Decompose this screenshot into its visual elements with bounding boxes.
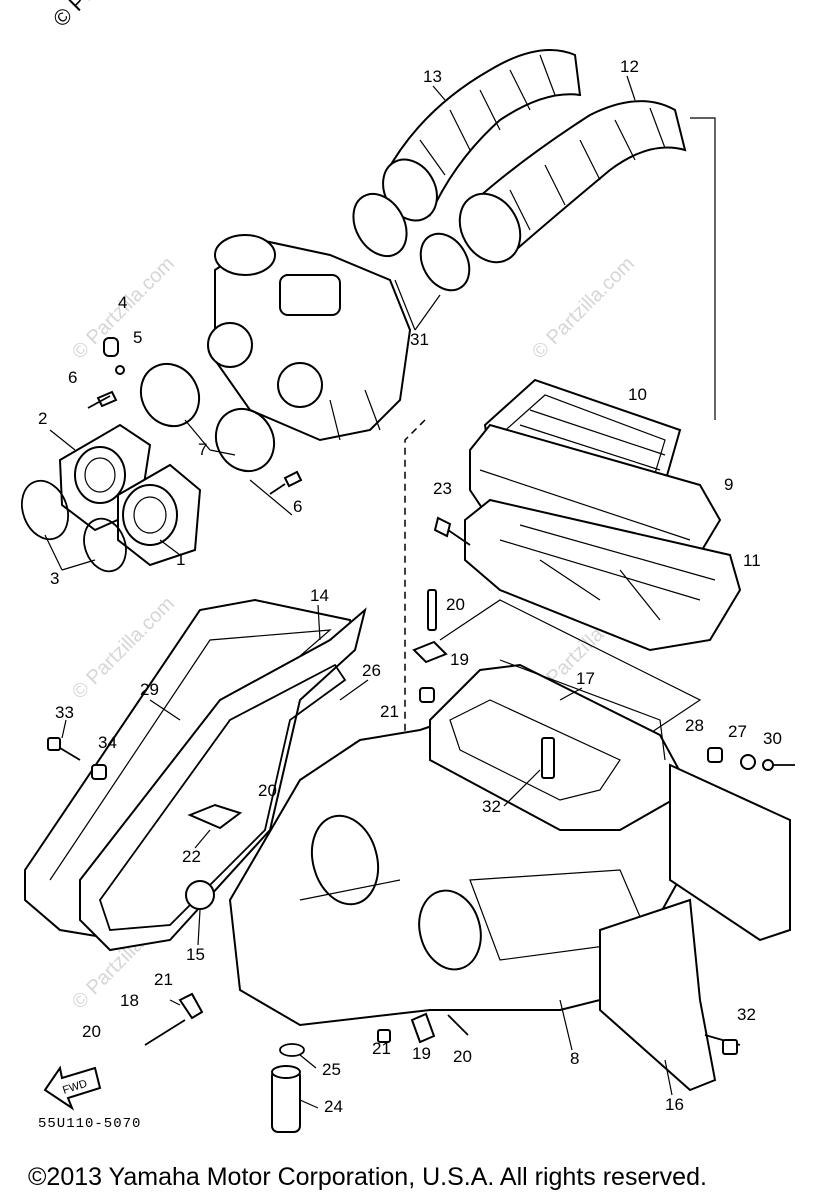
callout: 7 [198,440,207,459]
callout: 18 [120,991,139,1010]
callout: 6 [68,368,77,387]
callout: 20 [258,781,277,800]
callout: 26 [362,661,381,680]
cap-4[interactable] [103,337,119,357]
callout: 27 [728,722,747,741]
callout: 30 [763,729,782,748]
leader-line [439,599,702,741]
nut-21[interactable] [419,687,435,703]
callout: 10 [628,385,647,404]
callout: 28 [685,716,704,735]
nut-28[interactable] [707,747,723,763]
leader-line [690,117,716,420]
callout: 20 [82,1022,101,1041]
clip-25[interactable] [279,1043,305,1057]
callout: 34 [98,733,117,752]
bolt-32b[interactable] [704,1034,741,1055]
callout: 25 [322,1060,341,1079]
screw-30[interactable] [762,759,795,771]
callout: 23 [433,479,452,498]
callout: 1 [176,550,185,569]
callout: 29 [140,680,159,699]
callout: 13 [423,67,442,86]
screw-6b[interactable] [269,470,303,495]
intake-duct-13[interactable] [372,49,582,230]
bolt-20b[interactable] [144,1019,186,1046]
screw-6[interactable] [87,390,118,409]
gasket-26[interactable] [99,663,347,931]
callout: 32 [482,797,501,816]
callout: 21 [372,1039,391,1058]
watermark: © Partzilla.com [528,253,639,364]
bracket-19[interactable] [412,640,448,664]
plate-right[interactable] [669,763,791,942]
clamp-7[interactable] [130,353,285,481]
washer-27[interactable] [740,754,756,770]
callout: 21 [154,970,173,989]
filter-frame-11[interactable] [464,498,742,652]
callout: 22 [182,847,201,866]
callout: 5 [133,328,142,347]
nut-34[interactable] [91,764,107,780]
callout: 4 [118,293,127,312]
callout: 17 [576,669,595,688]
callout: 19 [450,650,469,669]
clip-5[interactable] [115,365,125,375]
callout: 2 [38,409,47,428]
bolt-20[interactable] [427,589,437,631]
callout: 12 [620,57,639,76]
callout-numbers: 13 12 31 4 5 6 2 7 10 9 23 11 3 1 6 14 2… [38,57,782,1116]
copyright-notice: ©2013 Yamaha Motor Corporation, U.S.A. A… [28,1163,707,1191]
screw-23[interactable] [433,516,471,546]
drain-24[interactable] [271,1065,301,1133]
nut-21b[interactable] [377,1029,391,1043]
callout: 20 [453,1047,472,1066]
callout: 31 [410,330,429,349]
callout: 16 [665,1095,684,1114]
callout: 11 [743,551,761,570]
screw-33[interactable] [47,737,81,761]
bracket-22[interactable] [187,803,243,830]
callout: 33 [55,703,74,722]
fwd-arrow: FWD [43,1065,102,1111]
callout: 24 [324,1097,343,1116]
callout: 32 [737,1005,756,1024]
callout: 15 [186,945,205,964]
leader-lines [44,75,673,1109]
callout: 3 [50,569,59,588]
callout: 20 [446,595,465,614]
bracket-18[interactable] [178,992,204,1020]
hose-clamp-31[interactable] [343,184,479,299]
callout: 9 [724,475,733,494]
callout: 21 [380,702,399,721]
grommet-15[interactable] [185,880,215,910]
callout: 19 [412,1044,431,1063]
bracket-19b[interactable] [410,1012,436,1044]
carburetor-assembly [207,234,412,442]
cover-14[interactable] [79,607,367,952]
diagram-code: 55U110-5070 [38,1116,142,1132]
plate-16[interactable] [599,898,717,1092]
o-ring-3[interactable] [14,474,133,577]
intake-duct-12[interactable] [448,100,687,273]
bolt-32[interactable] [541,737,555,779]
bolt-20c[interactable] [447,1014,469,1036]
callout: 6 [293,497,302,516]
carb-joint-1[interactable] [117,463,202,567]
callout: 8 [570,1049,579,1068]
callout: 14 [310,586,329,605]
